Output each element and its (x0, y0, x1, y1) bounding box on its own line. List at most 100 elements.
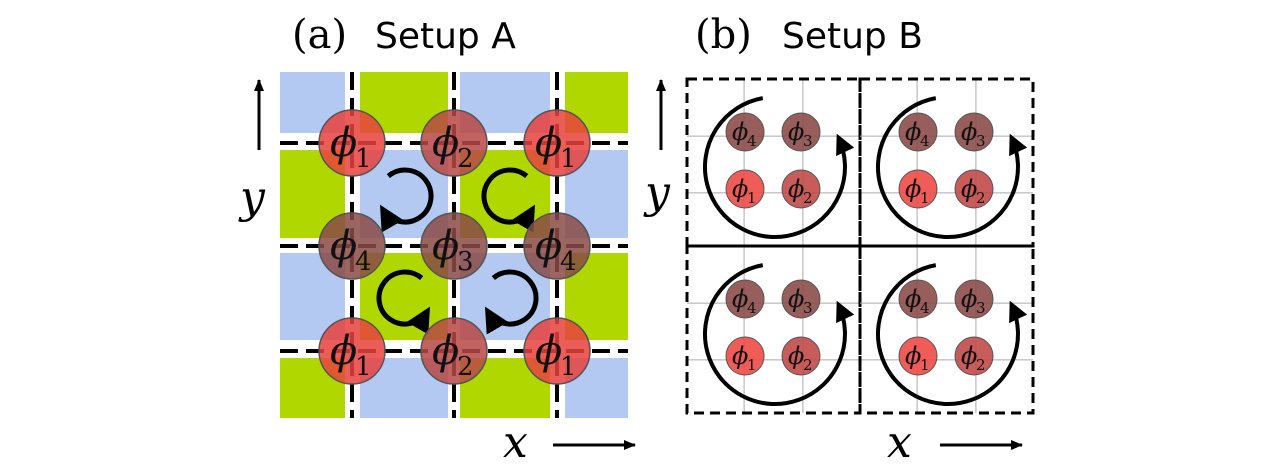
circulation-arrows (376, 167, 539, 335)
site-label: ϕ (732, 175, 748, 203)
site-circle (781, 336, 821, 376)
plaquette-site: ϕ1 (725, 336, 765, 376)
site-index: 3 (803, 132, 813, 150)
site-label: ϕ (905, 342, 921, 370)
plaquette-site: ϕ1 (725, 169, 765, 209)
plaquette-site: ϕ4 (898, 112, 938, 152)
panel-a-x-label: x (503, 417, 528, 467)
plaquette-site: ϕ3 (954, 279, 994, 319)
site-label: ϕ (732, 118, 748, 146)
site-circle (954, 279, 994, 319)
site-index: 4 (747, 299, 757, 317)
site-index: 1 (747, 189, 757, 207)
site-circle (898, 336, 938, 376)
lattice-site: ϕ2 (420, 317, 488, 385)
plaquette-site: ϕ2 (954, 169, 994, 209)
site-label: ϕ (905, 285, 921, 313)
circulation-arrow (702, 96, 855, 240)
circulation-arrow (875, 263, 1028, 407)
circulation-arrow-anticlockwise (481, 167, 536, 233)
site-circle (954, 336, 994, 376)
site-circle (781, 279, 821, 319)
site-index: 4 (747, 132, 757, 150)
site-circle (954, 169, 994, 209)
site-index: 1 (560, 144, 577, 174)
lattice-site: ϕ1 (523, 109, 591, 177)
circulation-arrow-clockwise (379, 167, 434, 233)
site-label: ϕ (732, 342, 748, 370)
panel-b-y-label: y (643, 167, 671, 218)
panel-a-letter: (a) (292, 12, 347, 58)
site-circle (318, 317, 386, 385)
site-circle (420, 109, 488, 177)
site-circle (725, 112, 765, 152)
site-index: 2 (457, 352, 474, 382)
panel-a-y-label: y (238, 172, 266, 223)
plaquette-site: ϕ2 (781, 169, 821, 209)
plaquette-site: ϕ4 (725, 279, 765, 319)
plaquette-border (858, 77, 1035, 248)
site-label: ϕ (788, 342, 804, 370)
site-circle (954, 112, 994, 152)
circulation-arrow-clockwise (484, 269, 539, 335)
site-index: 3 (976, 299, 986, 317)
site-circle (898, 169, 938, 209)
lattice-site: ϕ1 (318, 317, 386, 385)
site-label: ϕ (788, 118, 804, 146)
plaquette-site: ϕ3 (954, 112, 994, 152)
plaquette-site: ϕ3 (781, 279, 821, 319)
site-circle (725, 169, 765, 209)
site-circle (781, 169, 821, 209)
panel-a-title: Setup A (375, 16, 516, 57)
circulation-arrow-anticlockwise (376, 269, 431, 335)
circulation-arrow (702, 263, 855, 407)
site-label: ϕ (535, 120, 562, 166)
site-label: ϕ (330, 223, 357, 269)
site-index: 4 (355, 247, 372, 277)
site-label: ϕ (732, 285, 748, 313)
site-label: ϕ (535, 223, 562, 269)
site-index: 3 (457, 247, 474, 277)
site-circle (725, 336, 765, 376)
site-circle (523, 109, 591, 177)
site-label: ϕ (432, 223, 459, 269)
site-label: ϕ (432, 120, 459, 166)
lattice-site: ϕ1 (318, 109, 386, 177)
site-label: ϕ (330, 328, 357, 374)
site-label: ϕ (905, 118, 921, 146)
site-circle (318, 212, 386, 280)
site-index: 4 (560, 247, 577, 277)
site-circle (523, 317, 591, 385)
plaquette-site: ϕ1 (898, 336, 938, 376)
site-index: 4 (920, 132, 930, 150)
site-index: 3 (803, 299, 813, 317)
site-index: 1 (355, 352, 372, 382)
panel-b-letter: (b) (695, 12, 752, 58)
site-label: ϕ (961, 342, 977, 370)
site-label: ϕ (432, 328, 459, 374)
site-label: ϕ (905, 175, 921, 203)
plaquette-site: ϕ2 (954, 336, 994, 376)
site-index: 1 (355, 144, 372, 174)
plaquette-border (858, 244, 1035, 415)
lattice-site: ϕ2 (420, 109, 488, 177)
site-index: 1 (560, 352, 577, 382)
site-circle (898, 279, 938, 319)
site-label: ϕ (788, 175, 804, 203)
plaquette-site: ϕ2 (781, 336, 821, 376)
site-index: 2 (976, 356, 986, 374)
site-label: ϕ (330, 120, 357, 166)
site-label: ϕ (535, 328, 562, 374)
site-circle (523, 212, 591, 280)
plaquette-site: ϕ1 (898, 169, 938, 209)
site-index: 1 (747, 356, 757, 374)
site-index: 3 (976, 132, 986, 150)
site-circle (318, 109, 386, 177)
